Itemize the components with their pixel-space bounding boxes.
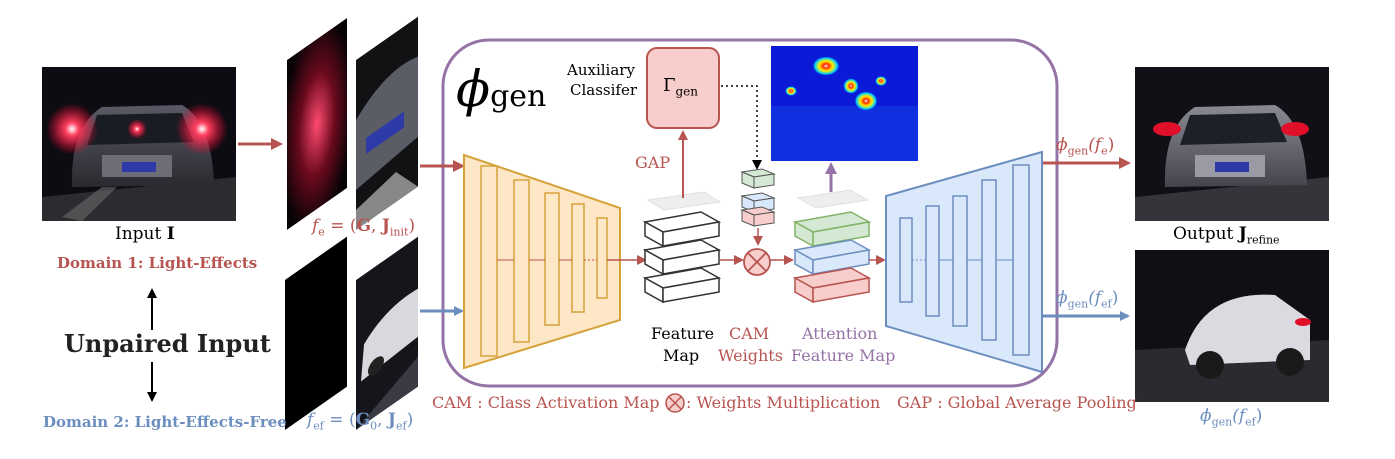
attention-label-2: Feature Map <box>791 346 896 365</box>
attention-label-1: Attention <box>802 324 878 343</box>
auxiliary-label-line2: Classifer <box>570 81 638 99</box>
fef-formula: fef = (G0, Jef) <box>307 410 414 433</box>
input-photo-car-night <box>42 67 236 221</box>
encoder-block <box>463 153 621 370</box>
unpaired-input-label: Unpaired Input <box>64 329 271 358</box>
output-photo-free <box>1135 250 1329 402</box>
generator-frame <box>441 38 1059 388</box>
decoder-block <box>885 150 1043 374</box>
input-label: Input I <box>115 224 175 244</box>
auxiliary-classifier-box <box>646 47 720 129</box>
cam-weights-stack <box>740 168 776 227</box>
output-fef-formula: ϕgen(fef) <box>1056 288 1119 311</box>
legend-multiplication-icon <box>665 393 685 413</box>
classifier-symbol: Γgen <box>663 75 699 99</box>
background-layer-photo <box>356 16 418 230</box>
cam-label-2: Weights <box>718 346 783 365</box>
output-free-label: ϕgen(fef) <box>1200 406 1263 429</box>
feature-map-stack <box>642 191 722 304</box>
light-effects-free-input-photo <box>356 236 418 430</box>
legend-gap: GAP : Global Average Pooling <box>897 393 1137 412</box>
output-fe-formula: ϕgen(fe) <box>1056 135 1115 158</box>
attention-heatmap <box>771 46 918 161</box>
generator-title: ϕgen <box>456 60 547 118</box>
attention-feature-map-stack <box>792 189 872 304</box>
output-photo-refined <box>1135 67 1329 221</box>
legend-multiplication: : Weights Multiplication <box>686 393 881 412</box>
domain2-label: Domain 2: Light-Effects-Free <box>43 413 287 431</box>
domain1-label: Domain 1: Light-Effects <box>57 254 258 272</box>
gap-label: GAP <box>635 153 671 172</box>
cam-label-1: CAM <box>729 324 770 343</box>
feature-map-label-1: Feature <box>651 324 715 343</box>
auxiliary-label-line1: Auxiliary <box>567 61 635 79</box>
legend-cam: CAM : Class Activation Map <box>432 393 660 412</box>
fe-formula: fe = (G, Jinit) <box>312 216 416 239</box>
light-effects-layer-photo <box>287 17 347 230</box>
feature-map-label-2: Map <box>663 346 700 365</box>
weights-multiplication-node <box>743 248 771 276</box>
output-refine-label: Output Jrefine <box>1173 224 1280 247</box>
arrow-classifier-to-cam <box>721 85 762 170</box>
